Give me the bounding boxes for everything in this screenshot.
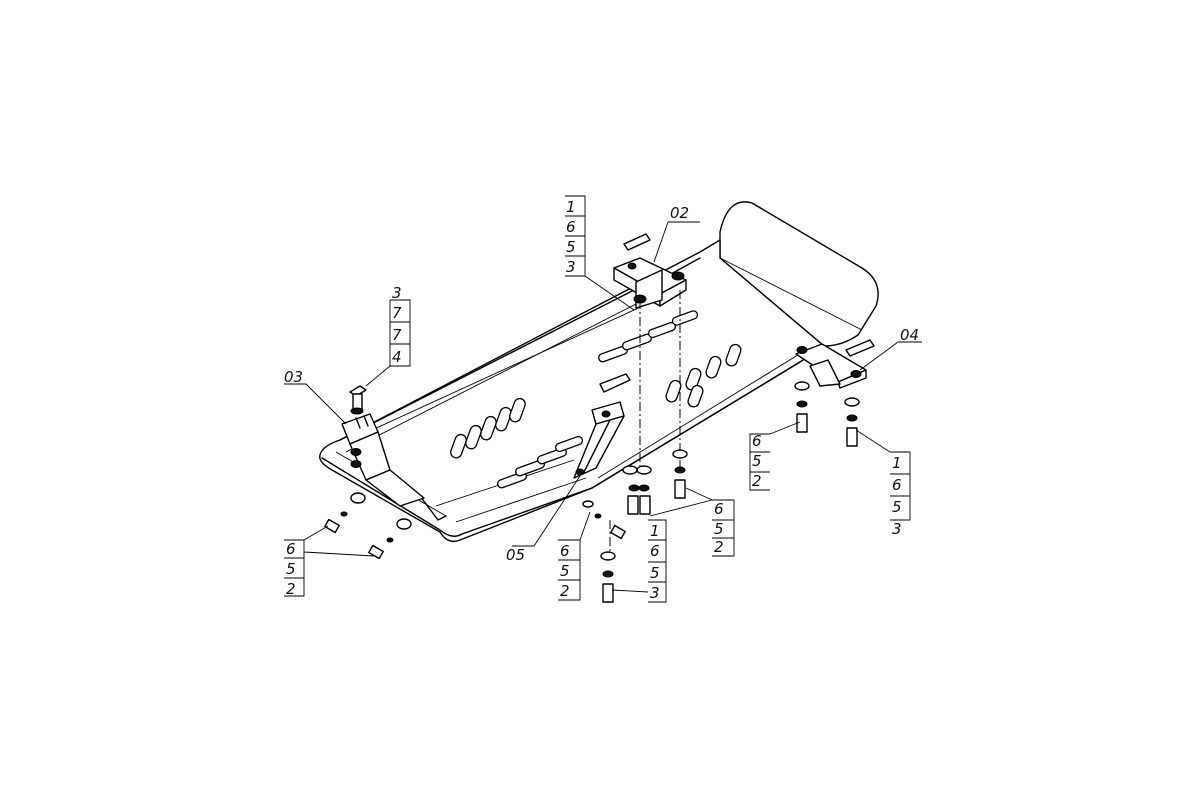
callout-item: 6 [892,476,902,494]
callout-item: 7 [392,326,402,344]
callout-item: 5 [714,520,724,538]
callout-item: 3 [892,520,902,538]
callout-item: 3 [650,584,660,602]
callout-bottom-center-a: 6 5 2 [560,542,570,600]
callout-item: 5 [650,564,660,582]
callout-bottom-center-b: 1 6 5 3 [650,522,660,602]
label-02: 02 [670,204,689,222]
callout-top-center: 1 6 5 3 [566,198,576,276]
callout-top-left: 3 7 7 4 [392,284,402,366]
callout-item: 5 [286,560,296,578]
callout-item: 2 [752,472,762,490]
bracket-02 [613,233,687,309]
label-03: 03 [284,368,303,386]
bracket-03 [341,385,425,507]
callout-item: 2 [286,580,296,598]
callout-right-far: 1 6 5 3 [892,454,902,538]
callout-item: 1 [650,522,660,540]
callout-item: 6 [286,540,296,558]
bracket-05 [573,373,631,479]
callout-item: 5 [560,562,570,580]
callout-item: 7 [392,304,402,322]
callout-item: 6 [566,218,576,236]
label-05: 05 [506,546,525,564]
callout-item: 5 [752,452,762,470]
callout-item: 6 [752,432,762,450]
bracket-04 [795,339,875,389]
callout-right-mid: 6 5 2 [752,432,762,490]
callout-item: 3 [566,258,576,276]
callout-item: 2 [560,582,570,600]
callout-bottom-center-c: 6 5 2 [714,500,724,556]
callout-item: 1 [566,198,576,216]
callout-item: 2 [714,538,724,556]
callout-bottom-left: 6 5 2 [286,540,296,598]
callout-item: 3 [392,284,402,302]
callout-item: 5 [892,498,902,516]
callout-item: 4 [392,348,402,366]
leader-lines [284,195,922,603]
callout-item: 6 [714,500,724,518]
callout-item: 6 [560,542,570,560]
callout-item: 1 [892,454,902,472]
fasteners [324,290,860,603]
vent-slots [450,310,742,489]
callout-item: 6 [650,542,660,560]
callout-item: 5 [566,238,576,256]
label-04: 04 [900,326,919,344]
